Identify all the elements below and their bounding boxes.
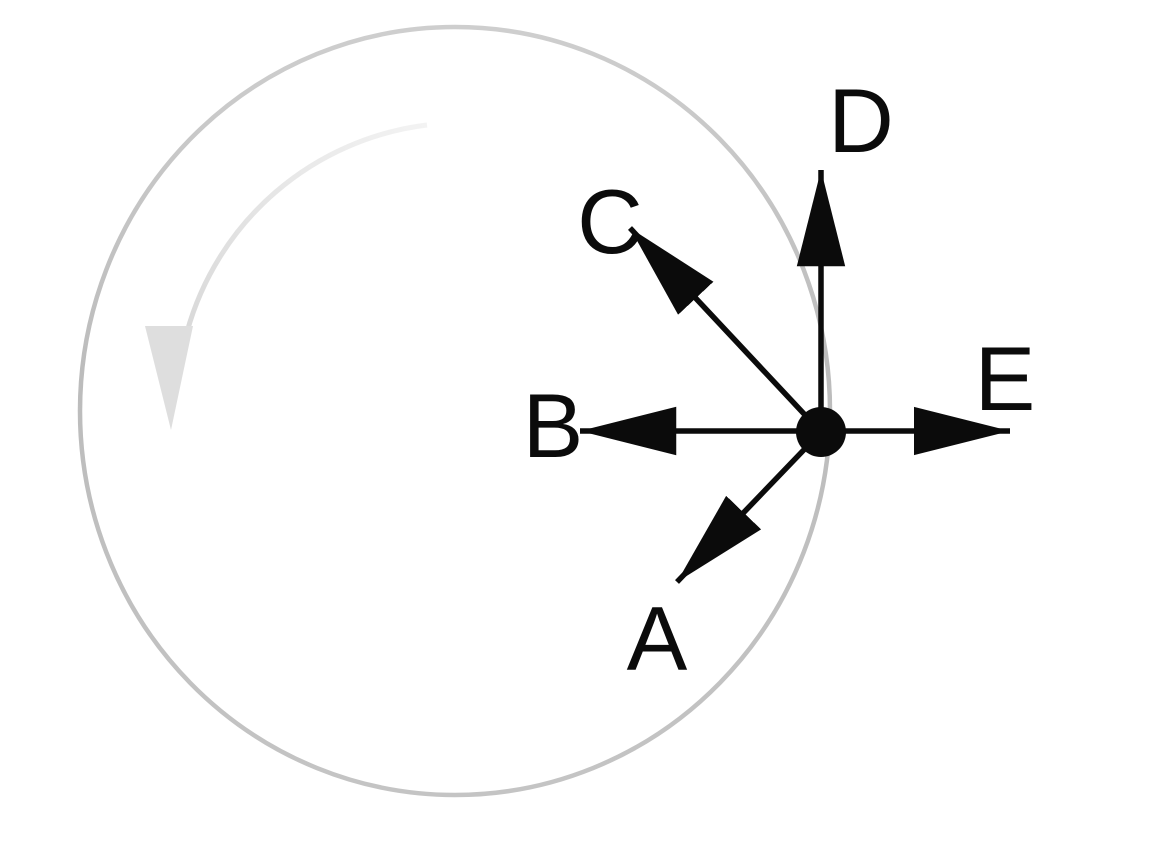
rotation-arrowhead-icon bbox=[145, 326, 193, 430]
rotation-direction-arrow bbox=[145, 122, 428, 430]
object-point bbox=[796, 407, 846, 457]
circular-path bbox=[77, 24, 833, 798]
vector-label-e: E bbox=[975, 329, 1036, 430]
vector-arrow-c bbox=[627, 226, 824, 434]
vector-arrow-a bbox=[675, 430, 823, 584]
vector-arrows bbox=[580, 170, 1010, 584]
vector-label-c: C bbox=[577, 172, 643, 273]
rotation-arc bbox=[184, 122, 428, 333]
vector-label-b: B bbox=[523, 376, 584, 477]
vector-label-d: D bbox=[828, 71, 894, 172]
vector-label-a: A bbox=[627, 589, 688, 690]
